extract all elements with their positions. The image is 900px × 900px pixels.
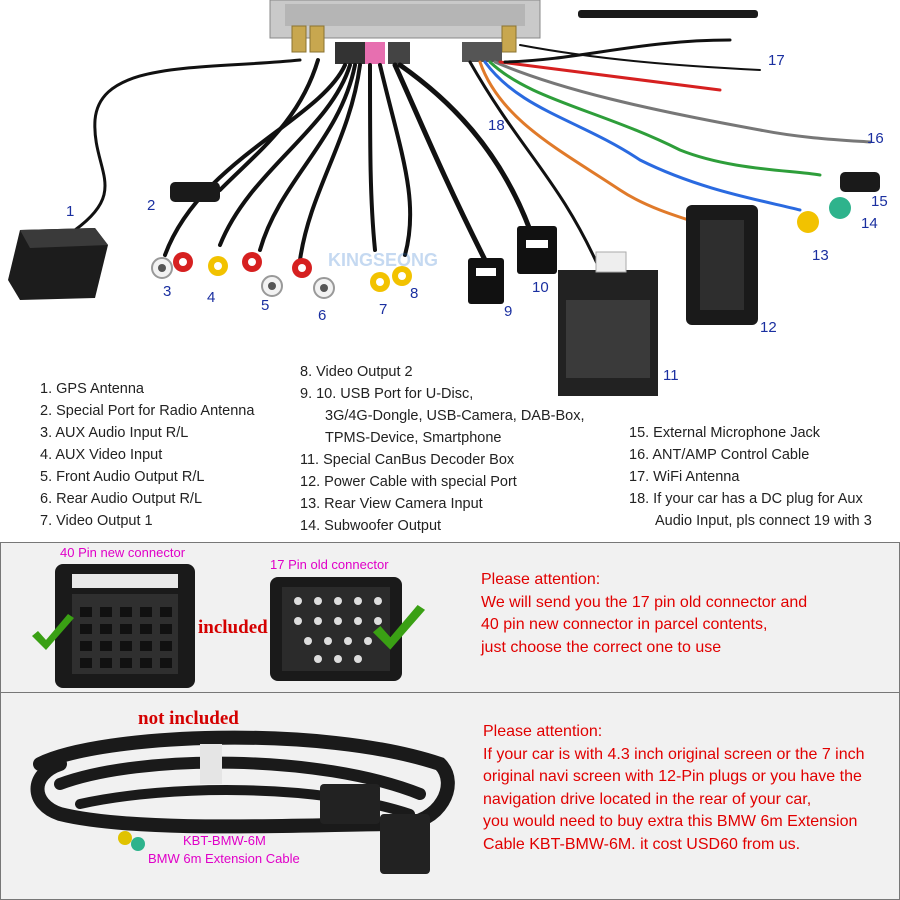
rca-plugs bbox=[151, 252, 412, 299]
legend-col-3: 15. External Microphone Jack 16. ANT/AMP… bbox=[629, 422, 872, 532]
power-connector bbox=[686, 205, 758, 325]
attention-line: Cable KBT-BMW-6M. it cost USD60 from us. bbox=[483, 835, 801, 853]
legend-item: 3G/4G-Dongle, USB-Camera, DAB-Box, bbox=[325, 408, 585, 424]
legend-item: Audio Input, pls connect 19 with 3 bbox=[655, 513, 872, 529]
callout-7: 7 bbox=[379, 301, 387, 318]
connector-17pin bbox=[270, 577, 402, 681]
callouts: 1 2 3 4 5 6 7 8 9 10 11 12 13 14 15 16 1… bbox=[66, 52, 888, 384]
radio-antenna-jack bbox=[170, 182, 220, 202]
attention-line: Please attention: bbox=[481, 571, 601, 588]
legend-col-2: 8. Video Output 2 9. 10. USB Port for U-… bbox=[300, 361, 584, 537]
callout-1: 1 bbox=[66, 203, 74, 220]
attention-line: If your car is with 4.3 inch original sc… bbox=[483, 745, 865, 763]
gps-cable bbox=[73, 58, 302, 232]
legend-item: 1. GPS Antenna bbox=[40, 381, 144, 397]
callout-17: 17 bbox=[768, 52, 785, 69]
callout-14: 14 bbox=[861, 215, 878, 232]
callout-3: 3 bbox=[163, 283, 171, 300]
canbus-decoder-box bbox=[558, 251, 658, 396]
legend-item: 18. If your car has a DC plug for Aux bbox=[629, 491, 863, 507]
callout-13: 13 bbox=[812, 247, 829, 264]
legend-item: 9. 10. USB Port for U-Disc, bbox=[300, 386, 474, 402]
attention-line: just choose the correct one to use bbox=[481, 638, 722, 656]
callout-16: 16 bbox=[867, 130, 884, 147]
mic-jack bbox=[840, 172, 880, 192]
harness-plugs bbox=[335, 42, 502, 64]
wifi-antenna bbox=[578, 10, 758, 18]
legend-item: 3. AUX Audio Input R/L bbox=[40, 425, 189, 441]
check-icon bbox=[372, 604, 426, 650]
legend-item: 2. Special Port for Radio Antenna bbox=[40, 403, 255, 419]
legend-item: 8. Video Output 2 bbox=[300, 364, 413, 380]
callout-11: 11 bbox=[663, 367, 679, 384]
callout-6: 6 bbox=[318, 307, 326, 324]
camera-rca bbox=[797, 211, 819, 233]
legend-item: 4. AUX Video Input bbox=[40, 447, 163, 463]
attention-line: We will send you the 17 pin old connecto… bbox=[481, 593, 808, 611]
legend-item: 13. Rear View Camera Input bbox=[300, 496, 483, 512]
label-17pin: 17 Pin old connector bbox=[270, 557, 389, 572]
not-included-label: not included bbox=[138, 708, 239, 729]
callout-12: 12 bbox=[760, 319, 777, 336]
legend-item: 5. Front Audio Output R/L bbox=[40, 469, 205, 485]
callout-4: 4 bbox=[207, 289, 215, 306]
check-icon bbox=[32, 614, 74, 650]
wiring-diagram: KINGSEONG 1 2 3 4 5 6 7 8 9 10 11 12 13 … bbox=[8, 0, 888, 396]
callout-18: 18 bbox=[488, 117, 505, 134]
legend-item: 12. Power Cable with special Port bbox=[300, 474, 517, 490]
cable-name: BMW 6m Extension Cable bbox=[148, 851, 300, 866]
connectors-attention: Please attention: We will send you the 1… bbox=[481, 569, 807, 659]
cable-attention: Please attention: If your car is with 4.… bbox=[483, 721, 865, 856]
callout-15: 15 bbox=[871, 193, 888, 210]
legend-item: 16. ANT/AMP Control Cable bbox=[629, 447, 810, 463]
callout-10: 10 bbox=[532, 279, 549, 296]
callout-9: 9 bbox=[504, 303, 512, 320]
attention-line: navigation drive located in the rear of … bbox=[483, 790, 812, 808]
legend-item: 7. Video Output 1 bbox=[40, 513, 153, 529]
callout-2: 2 bbox=[147, 197, 155, 214]
antenna-ports bbox=[291, 25, 517, 53]
connector-40pin bbox=[55, 564, 195, 688]
cable-code: KBT-BMW-6M bbox=[183, 833, 266, 848]
usb-ports bbox=[468, 226, 557, 304]
watermark: KINGSEONG bbox=[328, 250, 438, 270]
attention-line: original navi screen with 12-Pin plugs o… bbox=[483, 768, 862, 785]
callout-8: 8 bbox=[410, 285, 418, 302]
legend-item: 15. External Microphone Jack bbox=[629, 425, 821, 441]
subwoofer-rca bbox=[829, 197, 851, 219]
attention-line: you would need to buy extra this BMW 6m … bbox=[483, 813, 858, 830]
legend-item: 11. Special CanBus Decoder Box bbox=[300, 452, 515, 468]
legend-item: 17. WiFi Antenna bbox=[629, 469, 740, 485]
attention-line: Please attention: bbox=[483, 723, 603, 740]
attention-line: 40 pin new connector in parcel contents, bbox=[481, 616, 768, 633]
label-40pin: 40 Pin new connector bbox=[60, 545, 186, 560]
legend-item: TPMS-Device, Smartphone bbox=[325, 430, 502, 446]
extension-cable-image bbox=[30, 730, 455, 874]
legend-item: 6. Rear Audio Output R/L bbox=[40, 491, 203, 507]
legend-col-1: 1. GPS Antenna 2. Special Port for Radio… bbox=[40, 378, 254, 532]
included-label: included bbox=[198, 617, 268, 638]
callout-5: 5 bbox=[261, 297, 269, 314]
gps-antenna bbox=[8, 228, 108, 300]
svg-text:KINGSEONG: KINGSEONG bbox=[328, 250, 438, 270]
legend-item: 14. Subwoofer Output bbox=[300, 518, 442, 534]
